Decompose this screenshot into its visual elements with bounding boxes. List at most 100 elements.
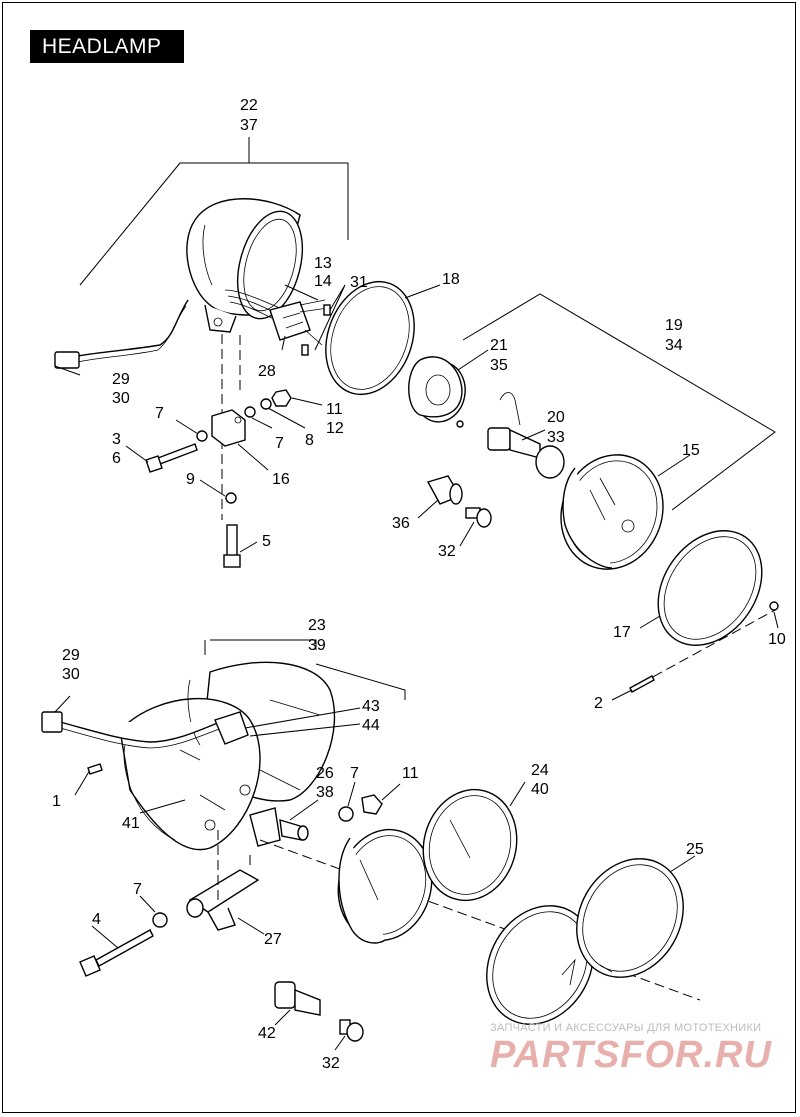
callout-7c: 7 bbox=[350, 765, 359, 782]
washer-8 bbox=[260, 398, 272, 410]
callout-2: 2 bbox=[594, 695, 603, 712]
callout-41: 41 bbox=[122, 815, 140, 832]
leader-7b bbox=[251, 417, 273, 429]
callout-1: 1 bbox=[52, 793, 61, 810]
leader-9 bbox=[199, 479, 226, 497]
nut-10 bbox=[769, 601, 779, 611]
callout-29b: 29 bbox=[62, 647, 80, 664]
seal-ring-18 bbox=[325, 280, 441, 396]
callout-35: 35 bbox=[490, 357, 508, 374]
callout-30a: 30 bbox=[112, 390, 130, 407]
callout-32b: 32 bbox=[322, 1055, 340, 1072]
bulb-socket-21 bbox=[408, 349, 489, 423]
callout-6: 6 bbox=[112, 450, 121, 467]
callout-8: 8 bbox=[305, 432, 314, 449]
trim-ring-17 bbox=[639, 530, 763, 646]
bulb-32b bbox=[334, 1019, 364, 1051]
mount-block-16 bbox=[211, 409, 246, 447]
leader-7a bbox=[175, 419, 199, 435]
callout-11b: 11 bbox=[402, 765, 419, 782]
callout-43: 43 bbox=[362, 698, 380, 715]
callout-27: 27 bbox=[264, 931, 282, 948]
callout-33: 33 bbox=[547, 429, 565, 446]
leader-43-44 bbox=[244, 707, 361, 737]
callout-10: 10 bbox=[768, 631, 786, 648]
dual-lenses-24 bbox=[337, 781, 526, 944]
callout-39: 39 bbox=[308, 637, 326, 654]
callout-3: 3 bbox=[112, 431, 121, 448]
callout-34: 34 bbox=[665, 337, 683, 354]
watermark-logo: PARTSFOR.RU bbox=[490, 1034, 772, 1076]
nut-11b bbox=[361, 794, 383, 815]
dash-axis-2-10 bbox=[639, 609, 776, 685]
leader-8 bbox=[267, 407, 306, 429]
callout-4: 4 bbox=[92, 911, 101, 928]
headlamp-bulb-20 bbox=[456, 392, 565, 479]
leader-23-39 bbox=[210, 639, 406, 700]
leader-11-12 bbox=[291, 397, 323, 406]
callout-24: 24 bbox=[531, 762, 549, 779]
leader-16 bbox=[237, 443, 269, 471]
leader-29-30b bbox=[54, 695, 71, 713]
headlamp-housing-upper bbox=[54, 198, 331, 369]
leader-7c bbox=[347, 781, 356, 807]
mount-bracket-27 bbox=[186, 869, 265, 935]
callout-44: 44 bbox=[362, 717, 380, 734]
callout-9: 9 bbox=[186, 471, 195, 488]
callout-14: 14 bbox=[314, 273, 332, 290]
leader-31 bbox=[314, 284, 346, 351]
callout-30b: 30 bbox=[62, 666, 80, 683]
leader-13-14 bbox=[284, 284, 319, 301]
leader-22-37 bbox=[79, 137, 349, 286]
dual-trim-rings-25 bbox=[486, 855, 696, 1025]
washer-7d bbox=[152, 912, 168, 928]
callout-7d: 7 bbox=[133, 881, 142, 898]
callout-16: 16 bbox=[272, 471, 290, 488]
dual-headlamp-housing bbox=[41, 661, 336, 851]
callout-42: 42 bbox=[258, 1025, 276, 1042]
callout-7a: 7 bbox=[155, 405, 164, 422]
callout-17: 17 bbox=[613, 624, 631, 641]
callout-29a: 29 bbox=[112, 371, 130, 388]
washer-7b bbox=[244, 406, 256, 418]
bulb-32a bbox=[459, 507, 492, 547]
socket-36 bbox=[417, 475, 463, 519]
callout-40: 40 bbox=[531, 781, 549, 798]
nut-11a bbox=[271, 389, 292, 407]
leader-29-30a bbox=[54, 365, 81, 376]
callout-37: 37 bbox=[240, 117, 258, 134]
leader-1 bbox=[74, 769, 91, 796]
callout-15: 15 bbox=[682, 442, 700, 459]
leader-5 bbox=[239, 541, 258, 553]
callout-13: 13 bbox=[314, 255, 332, 272]
bulb-26 bbox=[249, 799, 319, 847]
callout-11a: 11 bbox=[326, 401, 343, 418]
screw-2 bbox=[629, 675, 655, 693]
bolt-5 bbox=[223, 524, 241, 568]
callout-20: 20 bbox=[547, 409, 565, 426]
washer-9 bbox=[225, 492, 237, 504]
leader-11b bbox=[381, 783, 401, 801]
washer-7a bbox=[196, 430, 208, 442]
watermark-tagline: ЗАПЧАСТИ И АКСЕССУАРЫ ДЛЯ МОТОТЕХНИКИ bbox=[490, 1022, 762, 1034]
callout-36: 36 bbox=[392, 515, 410, 532]
callout-23: 23 bbox=[308, 617, 326, 634]
callout-38: 38 bbox=[316, 784, 334, 801]
callout-12: 12 bbox=[326, 420, 344, 437]
callout-32a: 32 bbox=[438, 543, 456, 560]
callout-28: 28 bbox=[258, 363, 276, 380]
leader-28 bbox=[281, 335, 286, 351]
callout-25: 25 bbox=[686, 841, 704, 858]
leader-19-34 bbox=[462, 293, 776, 511]
headlamp-lens-15 bbox=[560, 454, 691, 570]
bolt-3 bbox=[145, 443, 198, 473]
callout-5: 5 bbox=[262, 533, 271, 550]
washer-7c bbox=[338, 806, 354, 822]
dash-axis-27 bbox=[217, 830, 251, 900]
page-title: HEADLAMP bbox=[30, 30, 184, 63]
leader-7d bbox=[139, 895, 156, 913]
bolt-4 bbox=[79, 925, 154, 977]
leader-41 bbox=[139, 799, 186, 814]
callout-22: 22 bbox=[240, 97, 258, 114]
